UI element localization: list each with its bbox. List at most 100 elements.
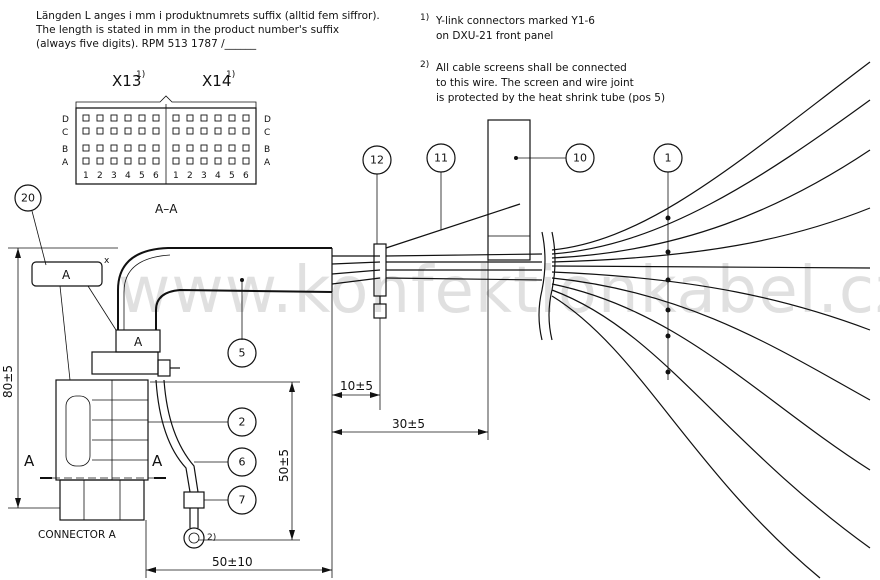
dim-50h-arrow-right [322, 567, 332, 573]
connector-a-neck [91, 351, 159, 375]
pin-cell [96, 114, 104, 122]
wire-out-3 [331, 269, 381, 275]
screen-wire-line [385, 203, 521, 249]
footnote1-line2: on DXU-21 front panel [436, 30, 553, 42]
connector-a-body [55, 379, 149, 481]
pin-number: 6 [153, 171, 159, 181]
pin-cell [152, 114, 160, 122]
pin-cell [152, 157, 160, 165]
ring-footnote: 2) [207, 533, 216, 543]
dim-80-arrow-bottom [15, 498, 21, 508]
section-a-right: A [152, 452, 163, 470]
pin-cell [186, 144, 194, 152]
fan-wire-8 [551, 283, 871, 471]
pos-1-text: 1 [665, 152, 672, 165]
wire-out-4 [331, 277, 381, 285]
pin-number: 4 [125, 171, 131, 181]
pin-cell [152, 144, 160, 152]
row-label-right: B [264, 145, 270, 155]
pin-cell [186, 157, 194, 165]
footnote2-marker: 2) [420, 60, 429, 70]
pin-cell [228, 127, 236, 135]
row-label-right: C [264, 128, 270, 138]
fan-wire-6 [551, 271, 871, 331]
housing-outline [75, 107, 257, 185]
pin-number: 2 [187, 171, 193, 181]
footnote1-line1: Y-link connectors marked Y1-6 [435, 15, 595, 27]
pos-bubble-2 [227, 407, 257, 437]
dim-10-arrow-left [332, 392, 342, 398]
pin-cell [152, 127, 160, 135]
x13-label: X13 [112, 72, 141, 90]
dim-30-arrow-left [332, 429, 342, 435]
wire-out-2 [331, 261, 381, 265]
label-box-text: A [62, 268, 71, 282]
pin-cell [82, 144, 90, 152]
row-label-left: C [62, 128, 68, 138]
sleeve-inner-edge [155, 288, 333, 330]
dimension-80: 80±5 [1, 247, 118, 509]
x14-sup: 1) [226, 70, 235, 80]
pin-cell [242, 114, 250, 122]
ylink-connector: 10 [487, 119, 595, 261]
dim-80-arrow-top [15, 248, 21, 258]
dim-10-text: 10±5 [340, 379, 373, 393]
pin-cell [110, 127, 118, 135]
pin-cell [82, 114, 90, 122]
dim-50v-arrow-bottom [289, 530, 295, 540]
dim-80-text: 80±5 [1, 365, 15, 398]
cable-tie: 12 [362, 145, 392, 410]
bundle-wire-1 [385, 253, 543, 257]
fan-wire-5 [551, 265, 871, 269]
pin-cell [110, 144, 118, 152]
pin-cell [110, 114, 118, 122]
header-brace [75, 95, 257, 108]
pin-cell [200, 127, 208, 135]
wire-mark-4 [665, 307, 671, 313]
label-marker: x [104, 256, 110, 266]
screen-wire: 11 [385, 143, 521, 249]
length-note: Längden L anges i mm i produktnumrets su… [35, 10, 380, 50]
pin-cell [228, 144, 236, 152]
dimension-10: 10±5 [332, 379, 380, 398]
dim-50v-text: 50±5 [277, 449, 291, 482]
pin-number: 5 [139, 171, 145, 181]
ring-crimp [183, 491, 205, 509]
pin-cell [214, 157, 222, 165]
pin-cell [186, 127, 194, 135]
fan-wire-4 [551, 207, 871, 263]
pos-20-text: 20 [21, 192, 35, 205]
ground-wire-edge-a [155, 379, 191, 493]
row-label-right: D [264, 115, 271, 125]
pos-bubble-1 [653, 143, 683, 173]
pos-11-text: 11 [434, 152, 448, 165]
connector-a-skirt [59, 479, 145, 521]
pos-7-text: 7 [239, 494, 246, 507]
wire-fanout: 1 [385, 61, 871, 579]
pin-cell [172, 114, 180, 122]
pin-cell [138, 114, 146, 122]
fan-wire-7 [551, 277, 871, 401]
pos-12-text: 12 [370, 154, 384, 167]
pin-cell [96, 144, 104, 152]
pin-cell [82, 127, 90, 135]
ylink-body [487, 119, 531, 261]
x13-sup: 1) [136, 70, 145, 80]
connector-a-label: CONNECTOR A [38, 529, 117, 541]
pin-cell [200, 144, 208, 152]
pin-cell [214, 144, 222, 152]
ring-terminal [183, 527, 205, 549]
section-a-small: A [134, 335, 143, 349]
footnote2-line2: to this wire. The screen and wire joint [436, 77, 634, 89]
bundle-wire-4 [385, 277, 543, 281]
pos-bubble-10 [565, 143, 595, 173]
footnote2-line1: All cable screens shall be connected [436, 62, 627, 74]
footnote2-line3: is protected by the heat shrink tube (po… [436, 92, 665, 104]
pin-cell [124, 157, 132, 165]
fan-wire-10 [551, 295, 821, 579]
pin-number: 1 [173, 171, 179, 181]
